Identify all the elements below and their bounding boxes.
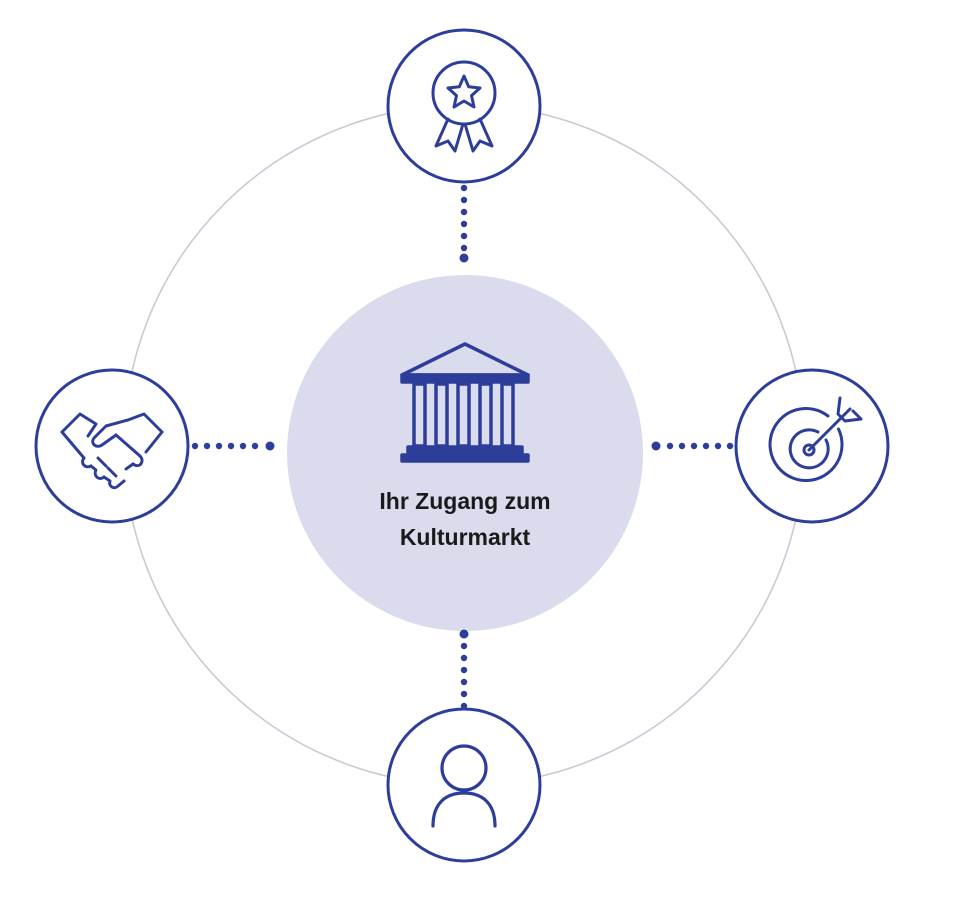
node-right [734, 368, 890, 524]
center-title: Ihr Zugang zum Kulturmarkt [315, 483, 615, 555]
connector-bottom [459, 629, 469, 710]
node-left [34, 368, 190, 524]
museum-building-icon [400, 342, 530, 463]
target-arrow-icon [768, 396, 863, 482]
node-bottom [386, 707, 542, 863]
user-person-icon [431, 744, 497, 828]
connector-top [459, 184, 469, 263]
award-ribbon-star-icon [431, 60, 497, 153]
connector-right [651, 441, 734, 451]
connector-left [191, 441, 275, 451]
center-title-line1: Ihr Zugang zum [379, 488, 551, 514]
center-title-line2: Kulturmarkt [399, 524, 531, 550]
node-top [386, 28, 542, 184]
handshake-icon [60, 412, 164, 490]
